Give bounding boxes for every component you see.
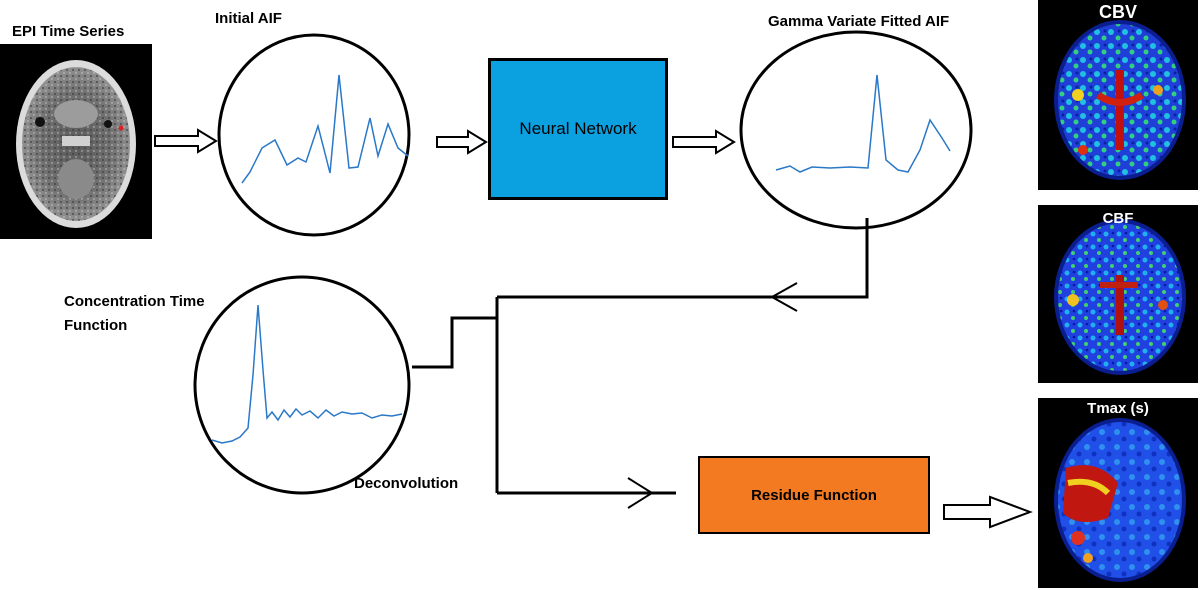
epi-time-series-label: EPI Time Series (12, 23, 125, 40)
cbv-map-title: CBV (1098, 2, 1137, 22)
initial-aif-curve (241, 74, 409, 184)
tmax-map-image: Tmax (s) (1038, 398, 1198, 588)
arrow-residue-to-tmax (943, 495, 1033, 529)
cbv-map-drawing (1054, 20, 1186, 180)
tmax-map-drawing (1054, 418, 1186, 582)
cbv-map-image: CBV (1038, 0, 1198, 190)
concentration-time-label-line2: Function (64, 317, 128, 334)
deconvolution-label: Deconvolution (354, 475, 459, 492)
residue-function-box: Residue Function (698, 456, 930, 534)
arrow-nn-to-gamma (672, 129, 736, 155)
gamma-aif-curve (775, 74, 951, 173)
cbf-map-drawing (1054, 219, 1186, 375)
concentration-ellipse (193, 275, 411, 495)
chevron-right-arrow (627, 477, 654, 509)
residue-function-label: Residue Function (751, 486, 877, 504)
epi-brain-scan-image (0, 44, 152, 239)
chevron-left-arrow (769, 282, 798, 312)
cbf-map-title: CBF (1102, 210, 1134, 227)
epi-brain-scan-drawing (16, 60, 136, 228)
concentration-to-deconvolution-line (412, 316, 497, 369)
neural-network-box: Neural Network (488, 58, 668, 200)
concentration-curve (211, 304, 403, 444)
initial-aif-label: Initial AIF (215, 10, 282, 27)
tmax-map-title: Tmax (s) (1087, 400, 1149, 417)
concentration-time-label: Concentration Time Function (64, 290, 205, 338)
gamma-to-deconvolution-line (497, 218, 869, 299)
arrow-aif-to-nn (436, 129, 488, 155)
concentration-time-label-line1: Concentration Time (64, 293, 205, 310)
arrow-epi-to-aif (154, 128, 218, 154)
neural-network-label: Neural Network (519, 119, 637, 138)
gamma-aif-ellipse (739, 30, 973, 230)
gamma-variate-aif-label: Gamma Variate Fitted AIF (768, 13, 950, 30)
cbf-map-image: CBF (1038, 205, 1198, 383)
initial-aif-ellipse (217, 33, 411, 237)
